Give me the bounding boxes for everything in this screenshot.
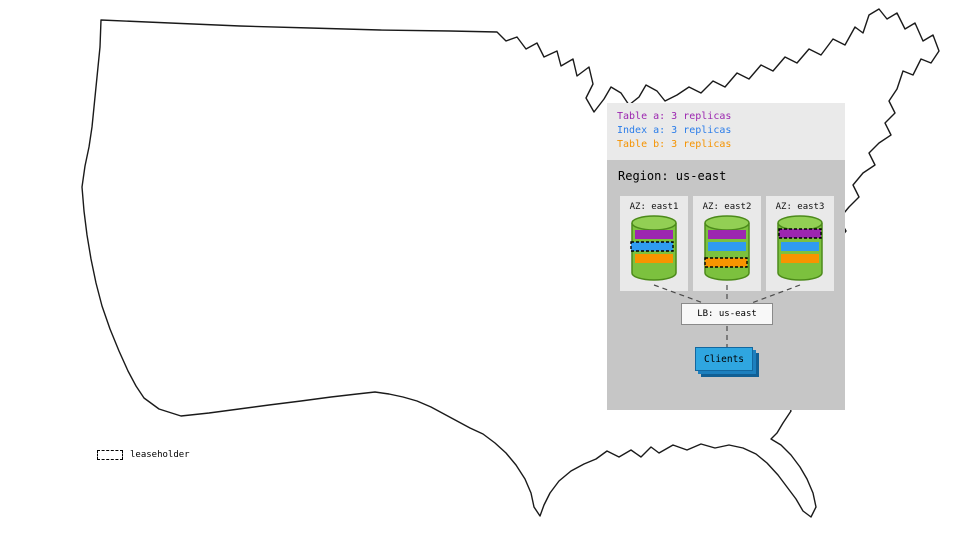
replica-bar-index-a bbox=[781, 242, 819, 251]
az-label: AZ: east3 bbox=[775, 202, 825, 212]
database-cylinder bbox=[704, 215, 750, 281]
replica-bar-table-a bbox=[635, 230, 673, 239]
az-box-east2: AZ: east2 bbox=[693, 196, 761, 291]
legend-index-a: Index a: 3 replicas bbox=[617, 125, 732, 136]
replica-bar-index-a bbox=[708, 242, 746, 251]
replica-legend-panel: Table a: 3 replicas Index a: 3 replicas … bbox=[607, 103, 845, 160]
legend-table-a: Table a: 3 replicas bbox=[617, 111, 732, 122]
clients-box: Clients bbox=[695, 347, 753, 371]
replica-bar-table-b bbox=[635, 254, 673, 263]
az-label: AZ: east1 bbox=[629, 202, 679, 212]
legend-table-b: Table b: 3 replicas bbox=[617, 139, 732, 150]
cylinder-top bbox=[777, 215, 823, 231]
replica-bar-table-a-leaseholder bbox=[778, 228, 822, 239]
az-label: AZ: east2 bbox=[702, 202, 752, 212]
load-balancer-label: LB: us-east bbox=[697, 309, 757, 319]
leaseholder-legend-label: leaseholder bbox=[130, 450, 190, 460]
load-balancer-box: LB: us-east bbox=[681, 303, 773, 325]
region-title: Region: us-east bbox=[618, 169, 727, 183]
region-panel: Region: us-east AZ: east1 AZ: east2 bbox=[607, 160, 845, 410]
cylinder-top bbox=[704, 215, 750, 231]
az-box-east3: AZ: east3 bbox=[766, 196, 834, 291]
leaseholder-swatch-icon bbox=[97, 450, 123, 460]
cylinder-top bbox=[631, 215, 677, 231]
az-box-east1: AZ: east1 bbox=[620, 196, 688, 291]
database-cylinder bbox=[777, 215, 823, 281]
replica-bar-index-a-leaseholder bbox=[630, 241, 674, 252]
clients-label: Clients bbox=[703, 353, 745, 365]
replica-bar-table-a bbox=[708, 230, 746, 239]
leaseholder-legend: leaseholder bbox=[97, 450, 190, 460]
replica-bar-table-b bbox=[781, 254, 819, 263]
replica-bar-table-b-leaseholder bbox=[704, 257, 748, 268]
database-cylinder bbox=[630, 215, 677, 281]
